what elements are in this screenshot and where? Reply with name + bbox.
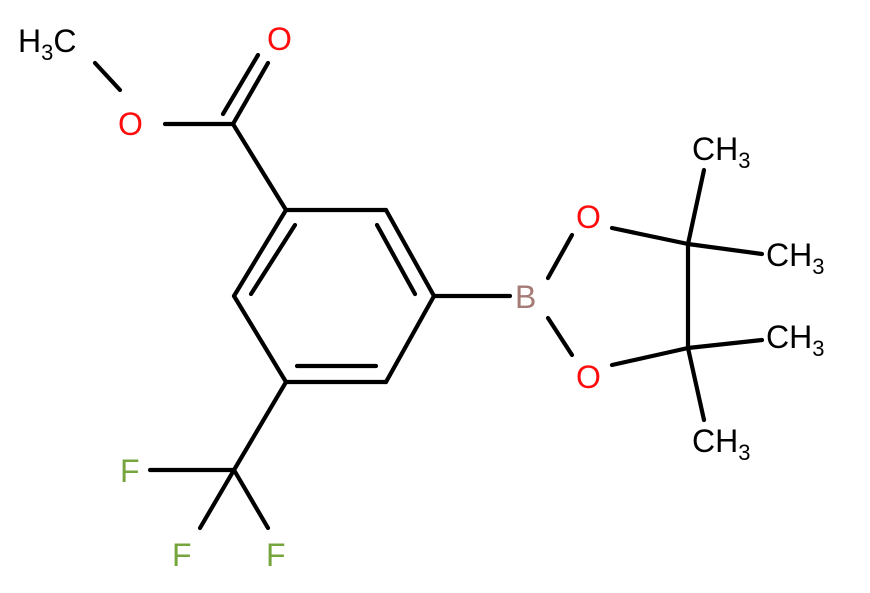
ring-bond-3 xyxy=(383,293,437,385)
atom-ring-oxygen-top: O xyxy=(576,199,601,235)
bond-o-bottom-c xyxy=(609,345,691,368)
bond-ch3-top xyxy=(685,167,707,247)
atom-labels: H3C O O B O O CH3 CH3 CH3 CH3 F F F xyxy=(18,21,824,573)
atom-fluorine-left: F xyxy=(120,453,140,489)
atom-fluorine-bottom-left: F xyxy=(172,537,192,573)
bond-ch3-bottom xyxy=(685,345,707,423)
atom-boron: B xyxy=(515,279,536,315)
atom-fluorine-bottom-right: F xyxy=(266,537,286,573)
atom-ch3-lower-right: CH3 xyxy=(766,319,824,361)
bonds xyxy=(92,52,765,531)
atom-ch3-top: CH3 xyxy=(692,131,750,173)
bond-ch3-upper-right xyxy=(685,241,765,257)
atom-ring-oxygen-bottom: O xyxy=(576,359,601,395)
bond-ring-cf3 xyxy=(231,379,289,473)
bond-ch3-lower-right xyxy=(685,337,765,351)
ring-bond-6 xyxy=(231,207,289,299)
ring-inner-1 xyxy=(248,222,298,297)
atom-carbonyl-oxygen: O xyxy=(267,21,292,57)
bond-o-top-c xyxy=(609,225,691,247)
bond-cf-bottom-left xyxy=(197,467,237,531)
bond-carbonyl-ring xyxy=(230,121,289,213)
bond-carbonyl-double-b xyxy=(220,52,261,117)
bond-boron-o-top xyxy=(545,232,575,281)
bond-boron-o-bottom xyxy=(545,315,575,358)
atom-ester-oxygen: O xyxy=(118,106,143,142)
ring-inner-2 xyxy=(374,222,418,297)
bond-methyl-o xyxy=(92,60,123,93)
ring-bond-2 xyxy=(383,207,437,299)
bond-cf-bottom-right xyxy=(231,467,271,531)
atom-ch3-upper-right: CH3 xyxy=(766,237,824,279)
bond-carbonyl-double-a xyxy=(230,60,271,127)
ring-bond-5 xyxy=(231,293,289,385)
atom-methoxy-ch3: H3C xyxy=(18,23,76,65)
atom-ch3-bottom: CH3 xyxy=(692,423,750,465)
